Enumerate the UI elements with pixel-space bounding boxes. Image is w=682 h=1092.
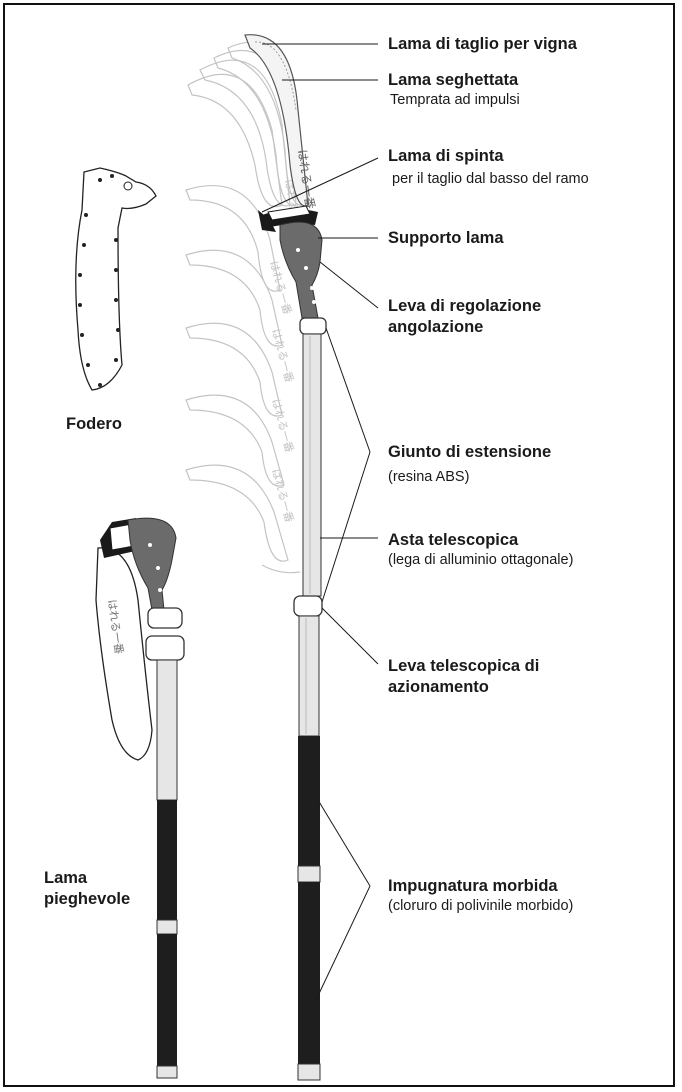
label-lama-pieghevole-line2: pieghevole	[44, 889, 130, 910]
label-impugnatura-title: Impugnatura morbida	[388, 876, 573, 897]
label-lama-vigna-title: Lama di taglio per vigna	[388, 34, 577, 55]
label-asta-title: Asta telescopica	[388, 530, 573, 551]
label-leva-telescopica: Leva telescopica di azionamento	[388, 656, 539, 698]
label-impugnatura-sub: (cloruro di polivinile morbido)	[388, 897, 573, 915]
label-fodero: Fodero	[66, 414, 122, 435]
label-leva-regolazione-line2: angolazione	[388, 317, 541, 338]
label-giunto-sub: (resina ABS)	[388, 468, 551, 486]
label-lama-vigna: Lama di taglio per vigna	[388, 34, 577, 55]
label-impugnatura: Impugnatura morbida (cloruro di polivini…	[388, 876, 573, 915]
label-supporto-lama: Supporto lama	[388, 228, 504, 249]
svg-text:はれる一番: はれる一番	[269, 467, 296, 523]
label-lama-seghettata: Lama seghettata Temprata ad impulsi	[388, 70, 520, 109]
label-giunto-title: Giunto di estensione	[388, 442, 551, 463]
label-fodero-title: Fodero	[66, 414, 122, 435]
label-leva-telescopica-line1: Leva telescopica di	[388, 656, 539, 677]
label-lama-pieghevole: Lama pieghevole	[44, 868, 130, 910]
label-lama-seghettata-title: Lama seghettata	[388, 70, 520, 91]
label-asta-sub: (lega di alluminio ottagonale)	[388, 551, 573, 569]
label-lama-spinta-sub: per il taglio dal basso del ramo	[388, 170, 589, 188]
label-lama-spinta: Lama di spinta per il taglio dal basso d…	[388, 146, 589, 188]
label-lama-pieghevole-line1: Lama	[44, 868, 130, 889]
label-leva-telescopica-line2: azionamento	[388, 677, 539, 698]
label-leva-regolazione-line1: Leva di regolazione	[388, 296, 541, 317]
folded-saw-icon: はれる一番	[96, 518, 184, 1078]
label-lama-seghettata-sub: Temprata ad impulsi	[388, 91, 520, 109]
scabbard-icon	[76, 168, 156, 390]
telescopic-pole	[294, 318, 326, 1080]
label-asta: Asta telescopica (lega di alluminio otta…	[388, 530, 573, 569]
label-supporto-lama-title: Supporto lama	[388, 228, 504, 249]
label-lama-spinta-title: Lama di spinta	[388, 146, 589, 167]
label-giunto: Giunto di estensione (resina ABS)	[388, 442, 551, 486]
label-leva-regolazione: Leva di regolazione angolazione	[388, 296, 541, 338]
